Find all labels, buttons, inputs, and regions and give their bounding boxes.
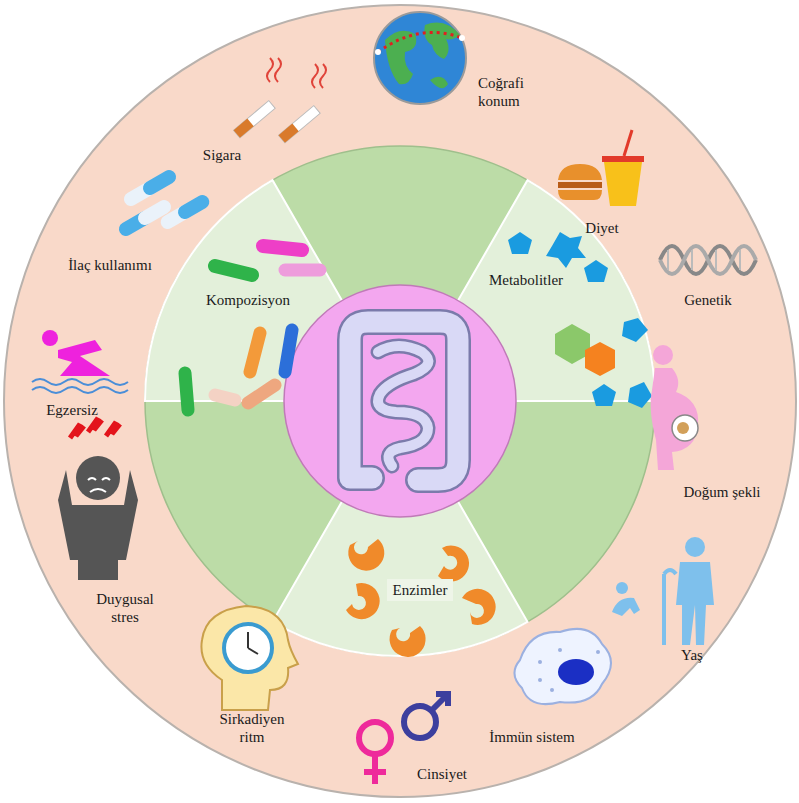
- factor-label: Diyet: [585, 219, 618, 237]
- factor-label: İlaç kullanımı: [68, 256, 152, 274]
- factor-label: Genetik: [684, 291, 731, 309]
- sector-label: Enzimler: [393, 581, 448, 599]
- factor-label: Cinsiyet: [417, 765, 467, 783]
- factor-label: Doğum şekli: [683, 483, 760, 501]
- sector-label: Kompozisyon: [206, 291, 290, 309]
- sector-node: Enzimler: [387, 579, 454, 601]
- factor-label: Sirkadiyen ritm: [212, 710, 292, 746]
- factor-label: Duygusal stres: [85, 590, 165, 626]
- factor-label: Sigara: [203, 146, 241, 164]
- sector-node: Metabolitler: [483, 269, 569, 291]
- sector-label: Metabolitler: [489, 271, 563, 289]
- factor-label: Yaş: [681, 646, 703, 664]
- factor-label: İmmün sistem: [489, 728, 574, 746]
- sector-node: Kompozisyon: [200, 289, 296, 311]
- factor-label: Coğrafi konum: [478, 74, 558, 110]
- factor-label: Egzersiz: [46, 401, 98, 419]
